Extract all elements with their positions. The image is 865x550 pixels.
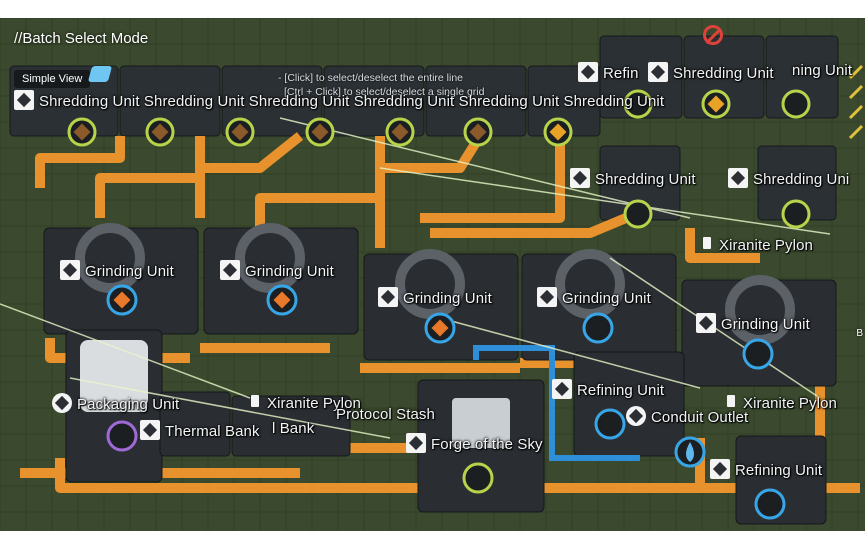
thermal-bank-label[interactable]: Thermal Bank xyxy=(140,420,260,440)
shredding-unit-icon xyxy=(728,168,748,188)
refining-unit-icon xyxy=(552,379,572,399)
xiranite-pylon-3-label[interactable]: Xiranite Pylon xyxy=(724,392,837,412)
forge-icon xyxy=(406,433,426,453)
edge-marker: B xyxy=(856,328,863,339)
factory-map[interactable] xyxy=(0,18,865,531)
shredding-row-label[interactable]: Shredding Unit Shredding Unit Shredding … xyxy=(14,90,664,110)
pylon-icon xyxy=(700,234,714,254)
grinding-unit-4-label[interactable]: Grinding Unit xyxy=(537,287,651,307)
pylon-icon xyxy=(724,392,738,412)
shredding-top-label-b[interactable]: ning Unit xyxy=(792,62,853,79)
refining-top-label[interactable]: Refin xyxy=(578,62,639,82)
grinding-unit-5-label[interactable]: Grinding Unit xyxy=(696,313,810,333)
protocol-stash-label[interactable]: Protocol Stash xyxy=(336,406,435,423)
grinding-unit-icon xyxy=(696,313,716,333)
thermal-bank-icon xyxy=(140,420,160,440)
grinding-unit-1-label[interactable]: Grinding Unit xyxy=(60,260,174,280)
packaging-unit-icon xyxy=(52,393,72,413)
grinding-unit-icon xyxy=(537,287,557,307)
xiranite-pylon-1-label[interactable]: Xiranite Pylon xyxy=(700,234,813,254)
refining-unit-mid-label[interactable]: Refining Unit xyxy=(552,379,664,399)
packaging-unit-label[interactable]: Packaging Unit xyxy=(52,393,179,413)
simple-view-toggle[interactable]: Simple View xyxy=(14,70,91,88)
grinding-unit-icon xyxy=(220,260,240,280)
shredding-unit-icon xyxy=(14,90,34,110)
conduit-outlet-icon xyxy=(626,406,646,426)
refining-unit-icon xyxy=(710,459,730,479)
grinding-unit-3-label[interactable]: Grinding Unit xyxy=(378,287,492,307)
refining-unit-icon xyxy=(578,62,598,82)
shredding-unit-icon xyxy=(648,62,668,82)
shredding-top-label-a[interactable]: Shredding Unit xyxy=(648,62,774,82)
shredding-unit-icon xyxy=(570,168,590,188)
forge-of-the-sky-label[interactable]: Forge of the Sky xyxy=(406,433,543,453)
pylon-icon xyxy=(248,392,262,412)
no-power-icon xyxy=(703,25,723,45)
hint-ctrl-click: [Ctrl + Click] to select/deselect a sing… xyxy=(284,86,485,98)
batch-select-mode-title: //Batch Select Mode xyxy=(14,30,149,47)
thermal-bank-overlap-label: l Bank xyxy=(272,420,315,437)
grinding-unit-icon xyxy=(378,287,398,307)
xiranite-pylon-2-label[interactable]: Xiranite Pylon xyxy=(248,392,361,412)
hint-click: - [Click] to select/deselect the entire … xyxy=(278,72,464,84)
grinding-unit-2-label[interactable]: Grinding Unit xyxy=(220,260,334,280)
shredding-mid-label-a[interactable]: Shredding Unit xyxy=(570,168,696,188)
grinding-unit-icon xyxy=(60,260,80,280)
refining-unit-bottom-label[interactable]: Refining Unit xyxy=(710,459,822,479)
conduit-outlet-label[interactable]: Conduit Outlet xyxy=(626,406,748,426)
shredding-mid-label-b[interactable]: Shredding Uni xyxy=(728,168,849,188)
